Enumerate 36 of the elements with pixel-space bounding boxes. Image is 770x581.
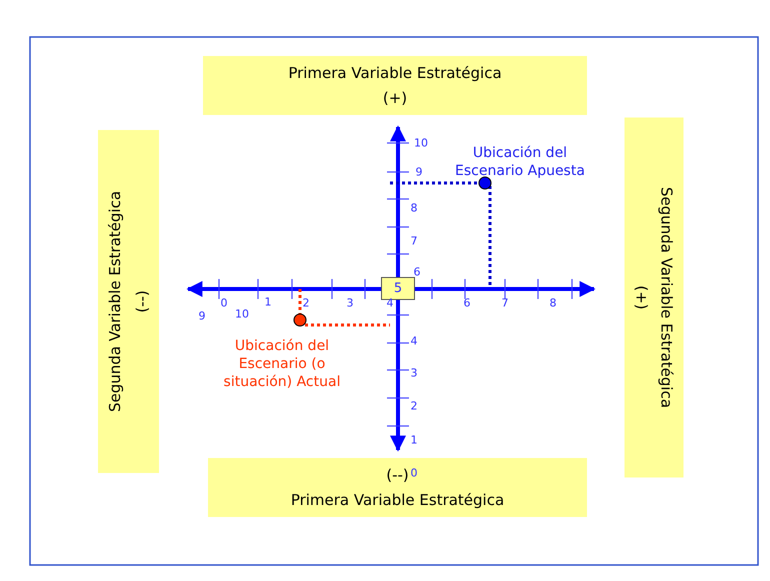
variable-label: Segunda Variable Estratégica xyxy=(658,186,676,408)
variable-band xyxy=(208,458,587,517)
tick-label: 2 xyxy=(302,296,310,310)
point-label: Ubicación del Escenario (o situación) Actual xyxy=(222,337,342,391)
tick-label: 9 xyxy=(416,166,422,178)
center-value-box xyxy=(381,277,415,300)
variable-label: (+) xyxy=(632,285,650,310)
axis-value: 5 xyxy=(394,281,402,296)
variable-band xyxy=(203,56,587,115)
variable-label: Primera Variable Estratégica xyxy=(288,64,502,82)
variable-band xyxy=(624,118,684,478)
tick-label: 6 xyxy=(464,296,470,310)
tick-label: 8 xyxy=(550,296,556,310)
tick-label: 7 xyxy=(502,296,508,310)
variable-label: Segunda Variable Estratégica xyxy=(106,190,124,412)
tick-label: 2 xyxy=(410,400,418,412)
tick-label: 4 xyxy=(386,296,394,310)
tick-label: 0 xyxy=(410,466,418,480)
tick-label: 9 xyxy=(198,310,206,322)
variable-label: (+) xyxy=(382,89,408,108)
variable-band xyxy=(98,130,159,473)
tick-label: 8 xyxy=(410,202,418,214)
tick-label: 3 xyxy=(410,366,418,380)
variable-label: (--) xyxy=(386,466,409,484)
tick-label: 4 xyxy=(410,334,418,348)
variable-label: Primera Variable Estratégica xyxy=(290,491,504,510)
tick-label: 10 xyxy=(414,136,428,150)
tick-label: 6 xyxy=(414,266,420,278)
variable-label: (--) xyxy=(132,290,151,313)
tick-label: 1 xyxy=(410,434,418,446)
tick-label: 1 xyxy=(264,296,272,308)
tick-label: 7 xyxy=(410,234,418,248)
tick-label: 0 xyxy=(220,296,228,310)
tick-label: 3 xyxy=(346,296,354,310)
point-label: Ubicación del Escenario Apuesta xyxy=(454,144,586,180)
tick-label: 10 xyxy=(235,308,249,320)
